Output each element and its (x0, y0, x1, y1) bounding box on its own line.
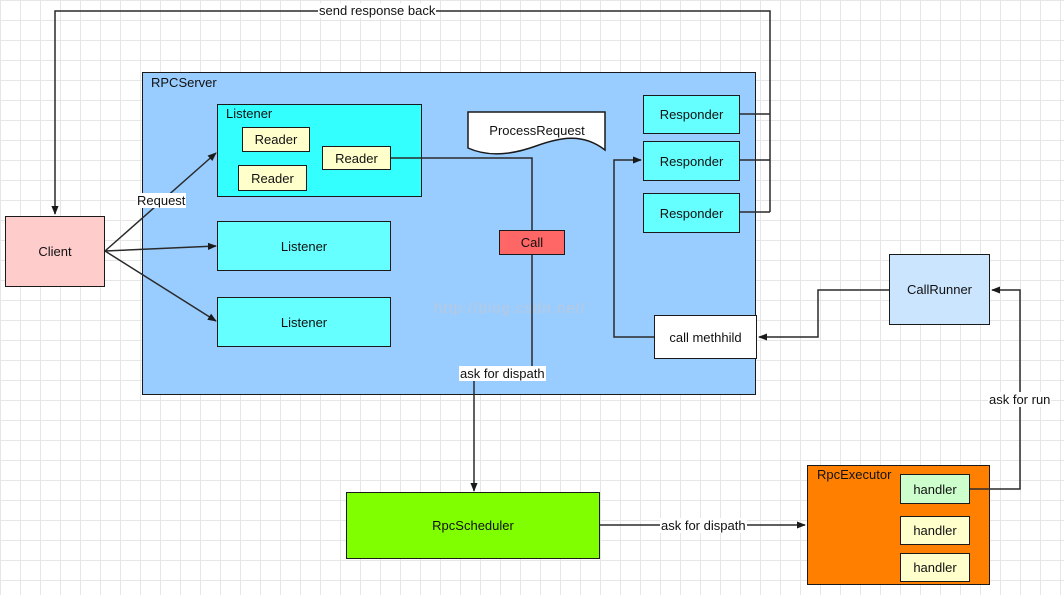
handler-box-1: handler (900, 474, 970, 504)
call-method-box: call methhild (654, 315, 757, 359)
label-ask-for-dispath-2: ask for dispath (660, 518, 747, 533)
reader-box-1: Reader (242, 127, 310, 152)
process-request-label: ProcessRequest (489, 123, 585, 138)
handler-box-3: handler (900, 553, 970, 582)
call-box: Call (499, 230, 565, 255)
responder-box-1: Responder (643, 95, 740, 134)
label-ask-for-run: ask for run (988, 392, 1052, 407)
edge-callrunner-to-method (758, 289, 889, 341)
reader-box-2: Reader (322, 146, 391, 170)
edge-request-listener-3 (104, 250, 217, 322)
label-send-response-back: send response back (318, 3, 437, 18)
rpc-executor-label: RpcExecutor (817, 467, 892, 482)
call-runner-box: CallRunner (889, 254, 990, 325)
label-ask-for-dispath-1: ask for dispath (459, 366, 546, 381)
edge-ask-for-run (970, 286, 1021, 490)
rpc-scheduler-box: RpcScheduler (346, 492, 600, 559)
label-request: Request (136, 193, 187, 208)
responder-box-3: Responder (643, 193, 740, 233)
process-request-shape: ProcessRequest (466, 110, 608, 158)
listener-box-2: Listener (217, 221, 391, 271)
edge-send-response-back (51, 10, 771, 215)
listener-box-3: Listener (217, 297, 391, 347)
responder-box-2: Responder (643, 141, 740, 181)
reader-box-3: Reader (238, 165, 307, 191)
edge-method-to-responder (613, 156, 654, 338)
edge-reader-to-call (391, 157, 533, 230)
listener-main-label: Listener (226, 106, 273, 121)
edge-request-listener-2 (104, 242, 217, 252)
rpc-server-label: RPCServer (151, 75, 217, 90)
client-box: Client (5, 216, 105, 287)
handler-box-2: handler (900, 516, 970, 545)
watermark: http://blog.csdn.net/ (434, 300, 586, 317)
